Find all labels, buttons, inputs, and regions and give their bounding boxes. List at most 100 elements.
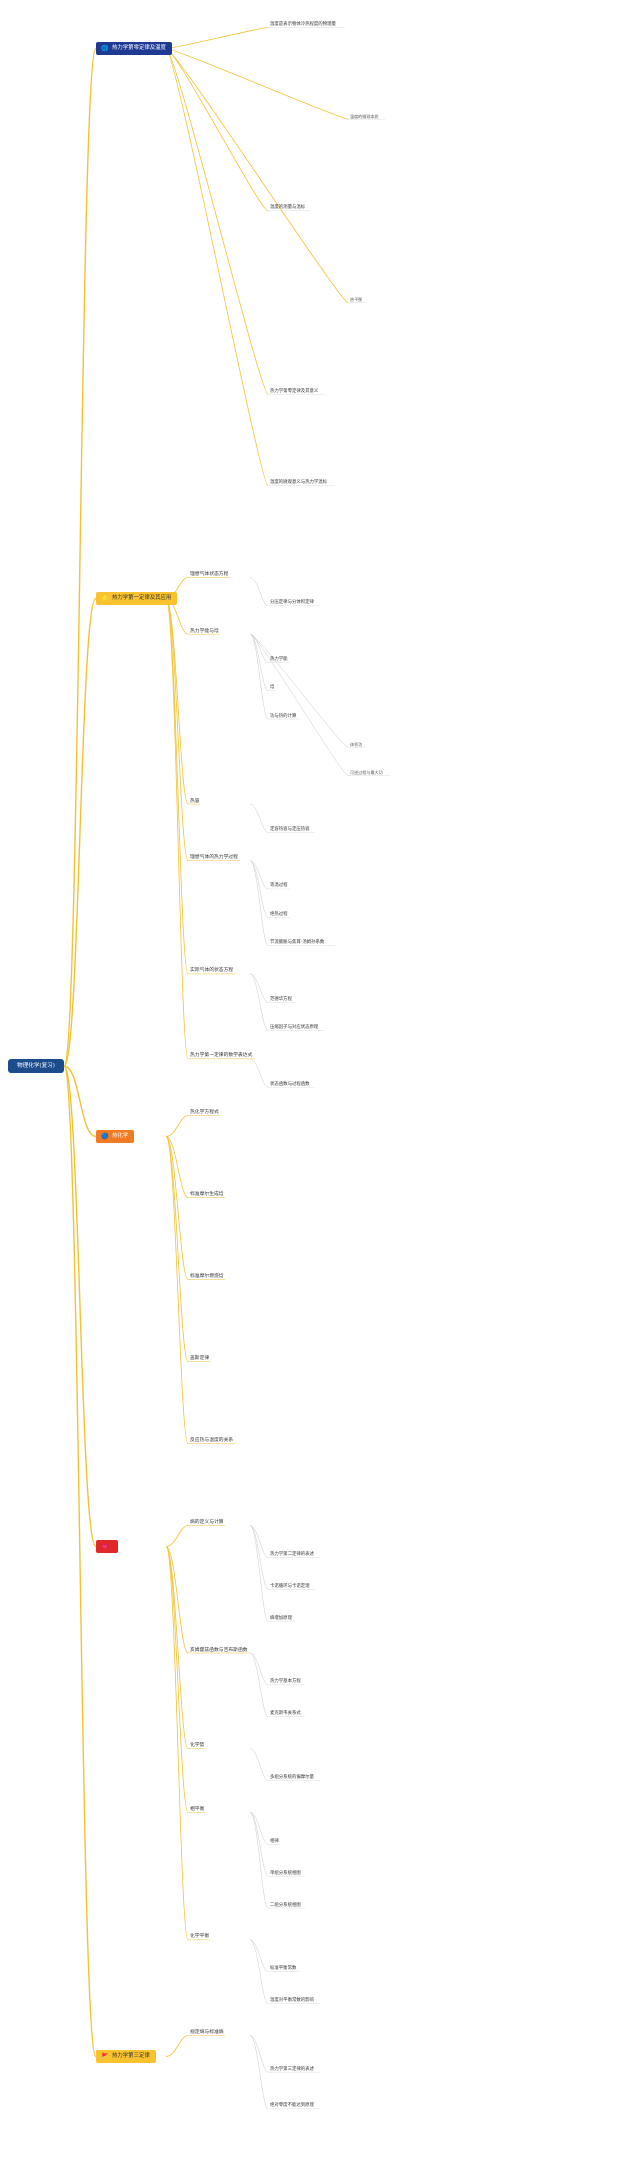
node-27[interactable]: 标准摩尔燃烧焓 xyxy=(190,1274,224,1279)
node-1[interactable]: 温度的微观本质 xyxy=(350,113,379,119)
root-node[interactable]: 物理化学(复习) xyxy=(8,1059,64,1073)
node-37[interactable]: 化学势 xyxy=(190,1743,205,1749)
connector xyxy=(165,1546,189,1654)
node-33[interactable]: 熵增加原理 xyxy=(270,1615,292,1621)
flag-icon: 🚩 xyxy=(101,2053,109,2060)
connector xyxy=(249,860,269,918)
node-16[interactable]: 理想气体的热力学过程 xyxy=(190,855,238,861)
connector xyxy=(165,48,349,303)
connector xyxy=(249,1812,269,1909)
connector xyxy=(63,47,97,1067)
node-43[interactable]: 化学平衡 xyxy=(190,1934,210,1940)
connector xyxy=(165,598,189,862)
connector xyxy=(249,2035,269,2110)
connector xyxy=(165,48,269,487)
node-34[interactable]: 亥姆霍兹函数与吉布斯函数 xyxy=(190,1647,248,1653)
connector xyxy=(165,1136,189,1280)
connector xyxy=(249,803,269,833)
connector xyxy=(165,48,269,212)
node-8[interactable]: 热力学能与焓 xyxy=(190,628,219,634)
node-31[interactable]: 热力学第二定律的表述 xyxy=(270,1551,314,1557)
connector xyxy=(165,1115,189,1137)
connector xyxy=(249,860,269,946)
category-label: 热力学第三定律 xyxy=(112,2053,150,2059)
node-6[interactable]: 理想气体状态方程 xyxy=(190,572,229,577)
category-label: 热化学 xyxy=(112,1133,129,1139)
node-4[interactable]: 热力学第零定律及其意义 xyxy=(270,388,319,394)
connector xyxy=(165,598,189,805)
connector xyxy=(165,48,269,395)
node-46[interactable]: 规定熵与标准熵 xyxy=(190,2030,224,2035)
node-13[interactable]: 可逆过程与最大功 xyxy=(350,770,383,776)
node-7[interactable]: 分压定律与分体积定律 xyxy=(270,600,314,606)
heart-icon: 💗 xyxy=(101,1543,109,1550)
node-11[interactable]: 功与热的计算 xyxy=(270,713,297,719)
node-45[interactable]: 温度对平衡常数的影响 xyxy=(270,1998,314,2004)
node-42[interactable]: 二组分系统相图 xyxy=(270,1902,301,1908)
category-c2[interactable]: ⭐ 热力学第一定律及其应用 xyxy=(96,592,178,605)
category-c1[interactable]: 🌐 热力学第零定律及温度 xyxy=(96,42,172,55)
node-18[interactable]: 绝热过程 xyxy=(270,911,288,917)
connector xyxy=(249,1939,269,2004)
node-21[interactable]: 范德华方程 xyxy=(270,996,292,1002)
connector xyxy=(165,1546,189,1813)
connector xyxy=(249,633,269,720)
node-48[interactable]: 绝对零度不能达到原理 xyxy=(270,2103,314,2109)
node-29[interactable]: 反应热与温度的关系 xyxy=(190,1438,234,1443)
category-c3[interactable]: 🔵 热化学 xyxy=(96,1130,135,1143)
connector xyxy=(249,973,269,1031)
node-26[interactable]: 标准摩尔生成焓 xyxy=(190,1192,224,1197)
category-c5[interactable]: 🚩 热力学第三定律 xyxy=(96,2050,156,2063)
node-22[interactable]: 压缩因子与对应状态原理 xyxy=(270,1025,319,1031)
node-28[interactable]: 盖斯定律 xyxy=(190,1356,210,1361)
node-2[interactable]: 温度的测量与温标 xyxy=(270,205,306,211)
connector xyxy=(249,1652,269,1717)
node-24[interactable]: 状态函数与过程函数 xyxy=(270,1081,310,1087)
node-41[interactable]: 单组分系统相图 xyxy=(270,1870,301,1876)
node-32[interactable]: 卡诺循环与卡诺定理 xyxy=(270,1583,310,1589)
category-label: 热力学第一定律及其应用 xyxy=(112,595,172,601)
node-36[interactable]: 麦克斯韦关系式 xyxy=(270,1711,301,1717)
connector xyxy=(165,598,189,975)
node-10[interactable]: 焓 xyxy=(270,685,275,691)
sphere-icon: 🔵 xyxy=(101,1133,109,1140)
connector xyxy=(63,1065,97,1138)
node-38[interactable]: 多组分系统的偏摩尔量 xyxy=(270,1775,314,1780)
node-9[interactable]: 热力学能 xyxy=(270,656,288,662)
connector xyxy=(63,597,97,1067)
connector xyxy=(165,1546,189,1941)
node-20[interactable]: 实际气体的状态方程 xyxy=(190,968,234,974)
connector xyxy=(165,1136,189,1198)
node-40[interactable]: 相律 xyxy=(270,1838,279,1844)
star-icon: ⭐ xyxy=(101,595,109,602)
node-0[interactable]: 温度是表示物体冷热程度的物理量 xyxy=(270,22,336,27)
node-30[interactable]: 熵的定义与计算 xyxy=(190,1520,224,1525)
connector xyxy=(249,633,349,776)
category-c4[interactable]: 💗 xyxy=(96,1540,118,1553)
node-5[interactable]: 温度的微观意义与热力学温标 xyxy=(270,480,328,486)
node-39[interactable]: 相平衡 xyxy=(190,1806,205,1812)
connector xyxy=(249,1812,269,1877)
category-label: 热力学第零定律及温度 xyxy=(112,45,166,51)
node-25[interactable]: 热化学方程式 xyxy=(190,1110,219,1115)
connector xyxy=(165,1546,189,1750)
node-23[interactable]: 热力学第一定律的数学表达式 xyxy=(190,1053,253,1059)
node-12[interactable]: 体积功 xyxy=(350,741,363,747)
node-15[interactable]: 定容热容与定压热容 xyxy=(270,826,310,832)
node-3[interactable]: 热平衡 xyxy=(350,297,363,302)
node-35[interactable]: 热力学基本方程 xyxy=(270,1679,301,1685)
connector xyxy=(249,633,269,692)
connector xyxy=(249,1525,269,1590)
connector xyxy=(249,577,269,607)
node-19[interactable]: 节流膨胀与焦耳-汤姆孙系数 xyxy=(270,940,325,946)
connector xyxy=(63,1065,97,1548)
connector xyxy=(63,1065,97,2058)
connector xyxy=(165,1525,189,1547)
node-47[interactable]: 热力学第三定律的表述 xyxy=(270,2066,314,2072)
node-17[interactable]: 等温过程 xyxy=(270,883,288,889)
node-14[interactable]: 热容 xyxy=(190,798,200,804)
node-44[interactable]: 标准平衡常数 xyxy=(270,1966,297,1972)
globe-icon: 🌐 xyxy=(101,45,109,52)
